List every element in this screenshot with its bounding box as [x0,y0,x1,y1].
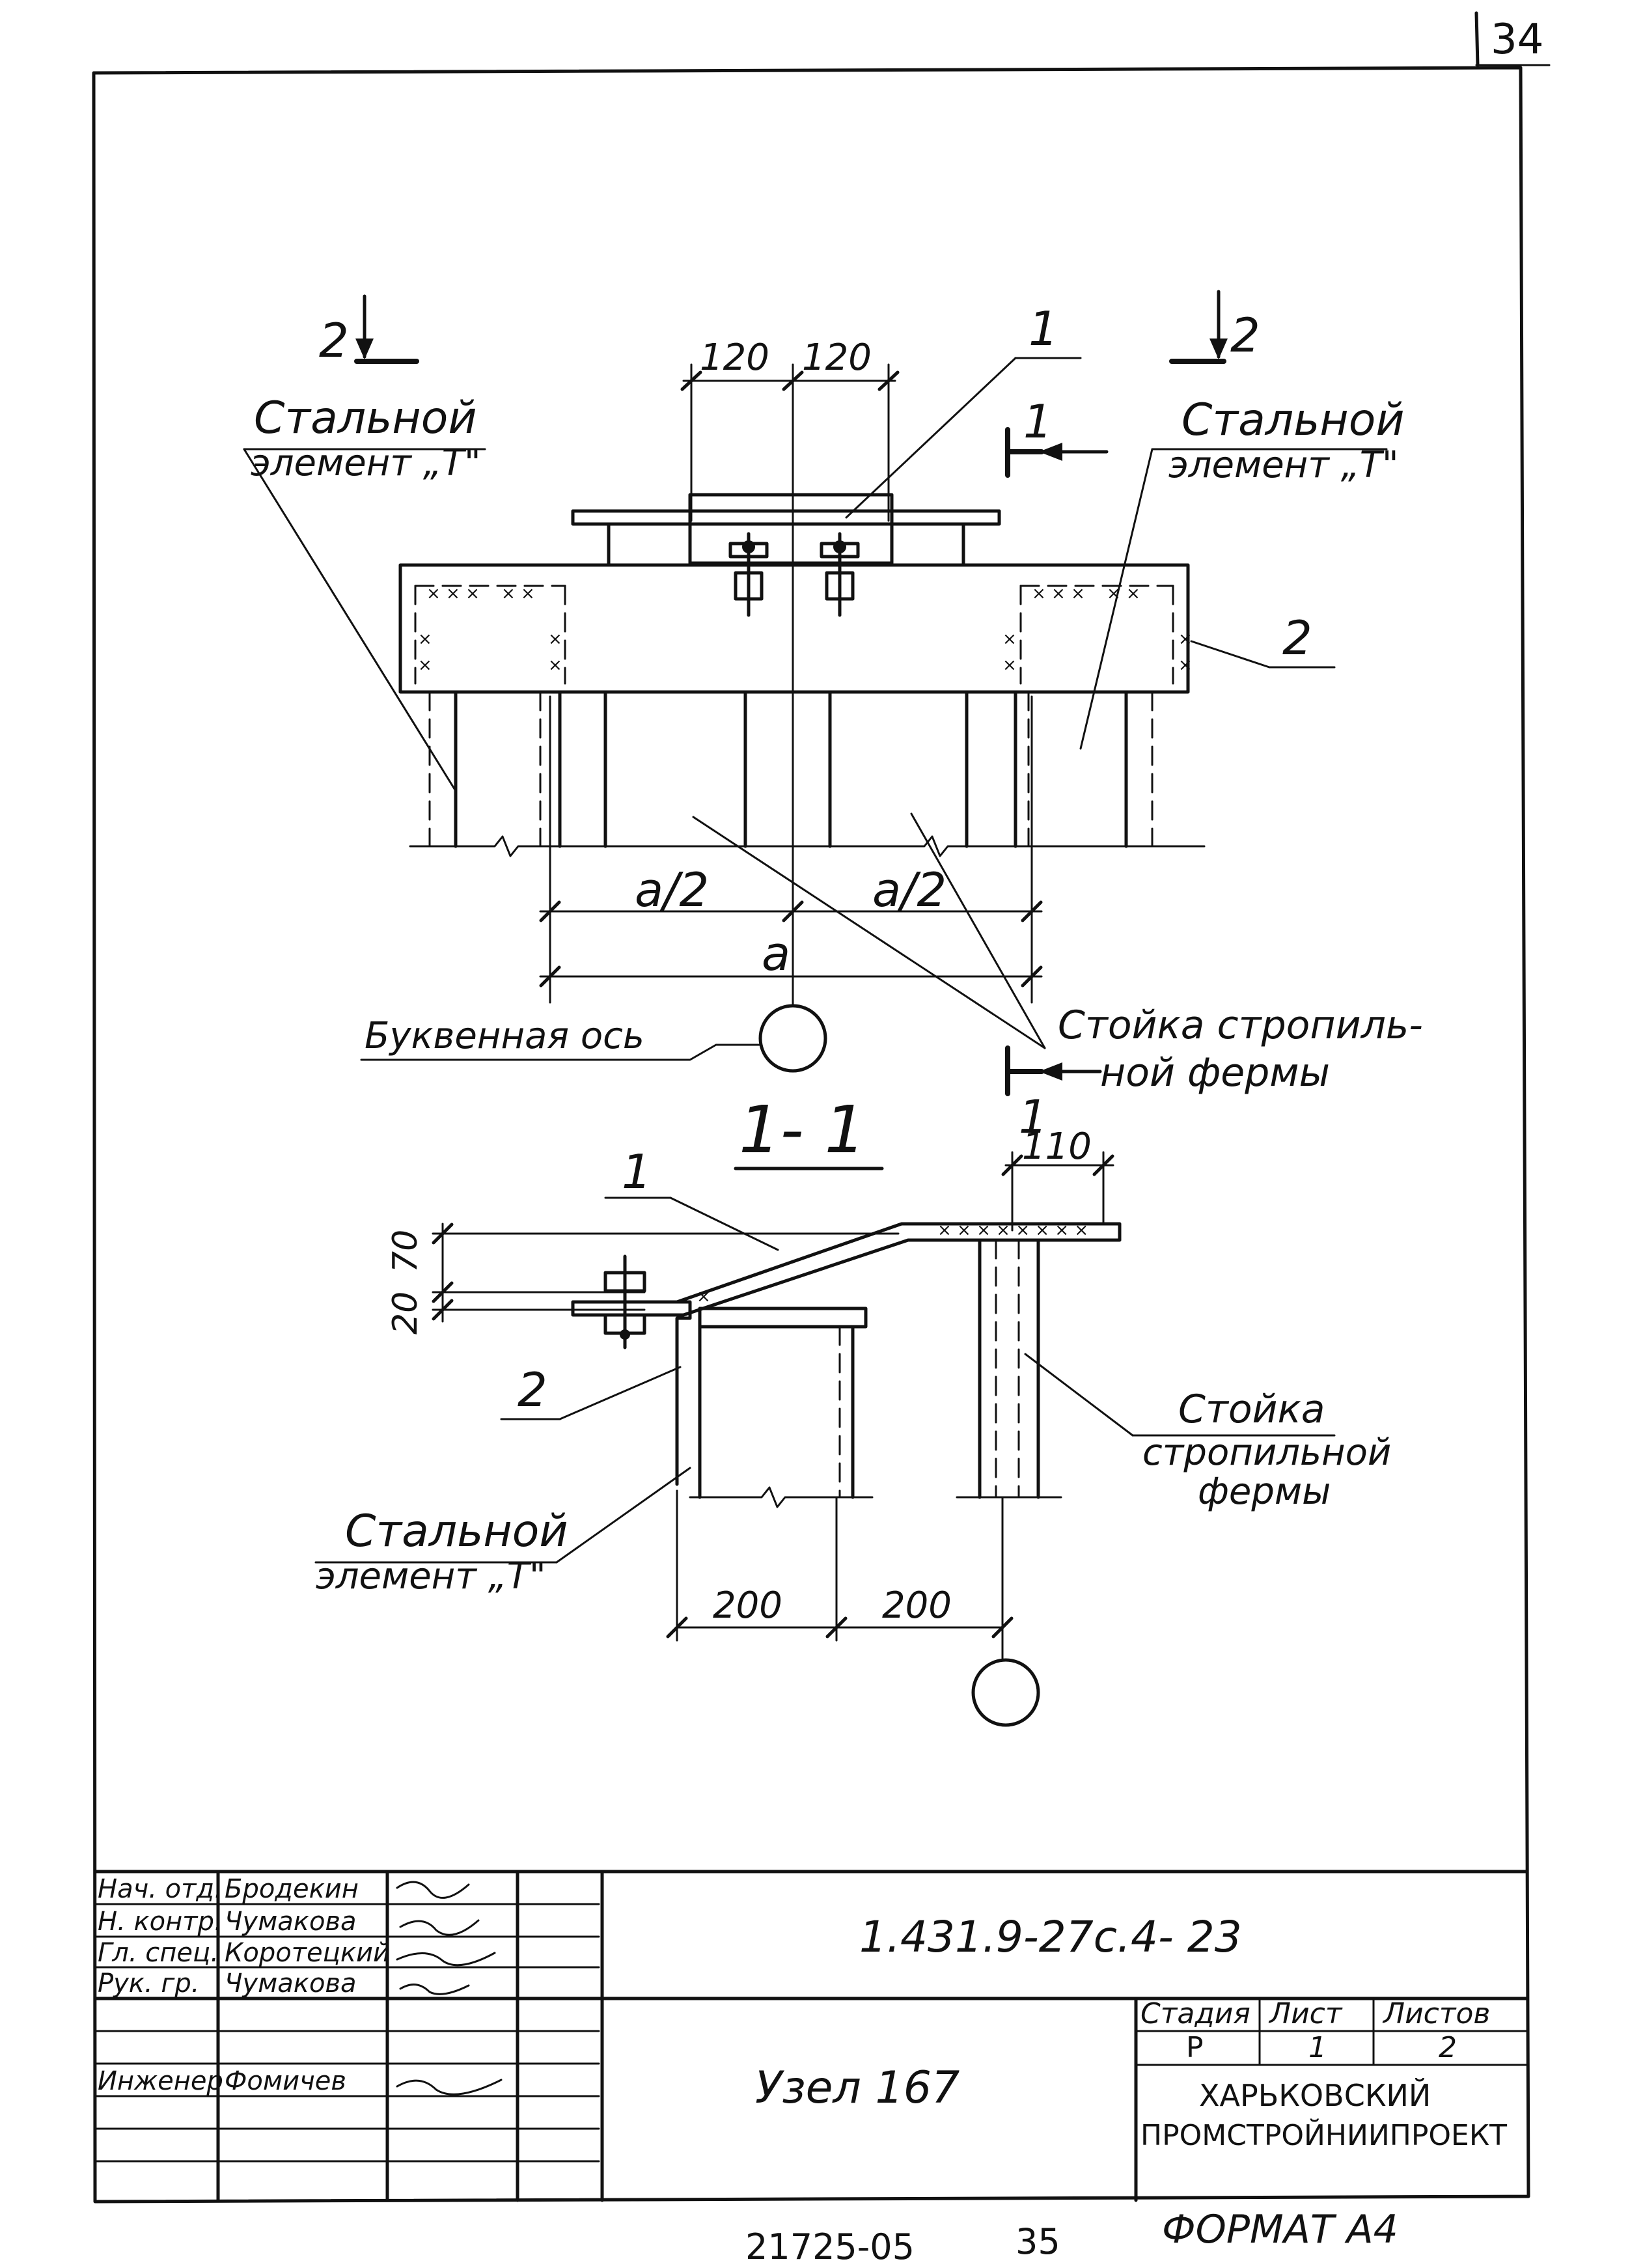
dim-200-left: 200 [713,1584,782,1627]
stage-value: Р [1186,2031,1204,2064]
copy-sheet: 35 [1015,2221,1060,2262]
steel-t-left-line1: Стальной [254,393,477,444]
connection-plate [571,493,1001,567]
format-label: ФОРМАТ А4 [1162,2207,1398,2252]
name-2: Коротецкий [225,1938,390,1968]
role-6: Инженер [98,2066,223,2096]
svg-text:×: × [1002,656,1017,675]
section-mark-2-right-label: 2 [1230,308,1260,363]
name-3: Чумакова [225,1969,357,1998]
dim-120-left: 120 [700,337,769,379]
section-view: 1- 1 110 × × × × × × × × 70 20 [314,1092,1391,1727]
columns-plan [409,690,1206,857]
dim-120-right: 120 [802,337,872,379]
svg-text:× × ×: × × × [1032,584,1085,603]
steel-t-section [669,1300,874,1508]
copy-number: 21725-05 [745,2226,915,2267]
svg-text:×: × [1178,656,1193,675]
plan-item-1: 1 [1029,301,1058,356]
steel-t-right-line1: Стальной [1181,394,1405,446]
letter-axis-label: Буквенная ось [365,1015,644,1057]
sheet-value: 1 [1308,2031,1327,2064]
title-block [93,1870,1529,2202]
dim-120-120 [680,363,900,939]
role-2: Гл. спец. [98,1938,219,1968]
role-1: Н. контр. [98,1907,223,1937]
svg-text:×: × [1178,629,1193,649]
dim-200-right: 200 [882,1584,952,1627]
sheet-frame [92,11,1551,2204]
section-mark-1-top-label: 1 [1023,395,1053,449]
weld-marks-plan: × × × × × × × × × × × × × × × × × × [418,584,1193,675]
bolt-right [820,532,860,617]
section-mark-2-left [354,294,419,364]
designation: 1.431.9-27с.4- 23 [859,1912,1242,1962]
signatures [396,1881,503,2095]
dim-a-half-right: a/2 [872,863,946,917]
tie-beam [398,563,1190,694]
svg-text:×: × [1002,629,1017,649]
title-block-roles: Нач. отд. Бродекин Н. контр. Чумакова Гл… [98,1874,390,2096]
dim-20: 20 [386,1292,425,1335]
org-line2: ПРОМСТРОЙНИИПРОЕКТ [1140,2118,1507,2152]
section-bolt [603,1254,646,1349]
svg-text:× ×: × × [1107,584,1140,603]
dim-a-full: a [762,926,790,981]
plan-item-2: 2 [1282,611,1312,665]
dim-a [539,695,1043,1004]
name-6: Фомичев [225,2066,346,2096]
section-weld-marks: × [697,1287,711,1307]
plan-view: 2 2 1 120 120 [243,290,1423,1096]
sheets-value: 2 [1439,2031,1457,2064]
name-1: Чумакова [225,1907,357,1937]
steel-t-right-line2: элемент „Т" [1168,444,1399,486]
svg-text:×: × [548,656,562,675]
org-line1: ХАРЬКОВСКИЙ [1199,2078,1431,2113]
dim-110: 110 [1022,1126,1092,1168]
svg-text:× ×: × × [501,584,535,603]
sheets-header: Листов [1382,1997,1490,2030]
svg-text:×: × [548,629,562,649]
section-title: 1- 1 [739,1092,866,1168]
section-mark-1-top [1005,427,1109,478]
section-post-line2: стропильной [1142,1431,1391,1474]
dim-a-half-left: a/2 [635,863,709,917]
svg-text:× × ×: × × × [426,584,480,603]
section-post-line1: Стойка [1178,1387,1325,1432]
section-axis-bubble [971,1658,1040,1727]
page-number: 34 [1491,16,1543,64]
truss-post-section [956,1238,1062,1499]
section-item-1: 1 [622,1144,652,1199]
svg-text:×: × [418,629,432,649]
dim-70: 70 [386,1230,425,1273]
section-mark-1-bottom [1005,1045,1102,1096]
stage-header: Стадия [1140,1997,1250,2030]
role-0: Нач. отд. [98,1874,223,1904]
section-post-line3: фермы [1198,1471,1331,1513]
svg-text:×: × [418,656,432,675]
plate-weld-marks: × × × × × × × × [937,1221,1088,1240]
section-mark-2-right [1169,290,1228,364]
bolt-left [728,532,769,617]
drawing-title: Узел 167 [755,2062,960,2114]
section-mark-2-left-label: 2 [319,313,349,368]
section-steel-line1: Стальной [345,1506,568,1557]
post-label-line2: ной фермы [1100,1050,1330,1096]
name-0: Бродекин [225,1874,359,1904]
section-item-2: 2 [518,1362,547,1417]
sheet-header: Лист [1268,1997,1343,2030]
role-3: Рук. гр. [98,1969,200,1998]
post-label-line1: Стойка стропиль- [1058,1003,1423,1048]
section-mark-1-bottom-label: 1 [1019,1090,1048,1144]
letter-axis-bubble [758,1004,827,1073]
